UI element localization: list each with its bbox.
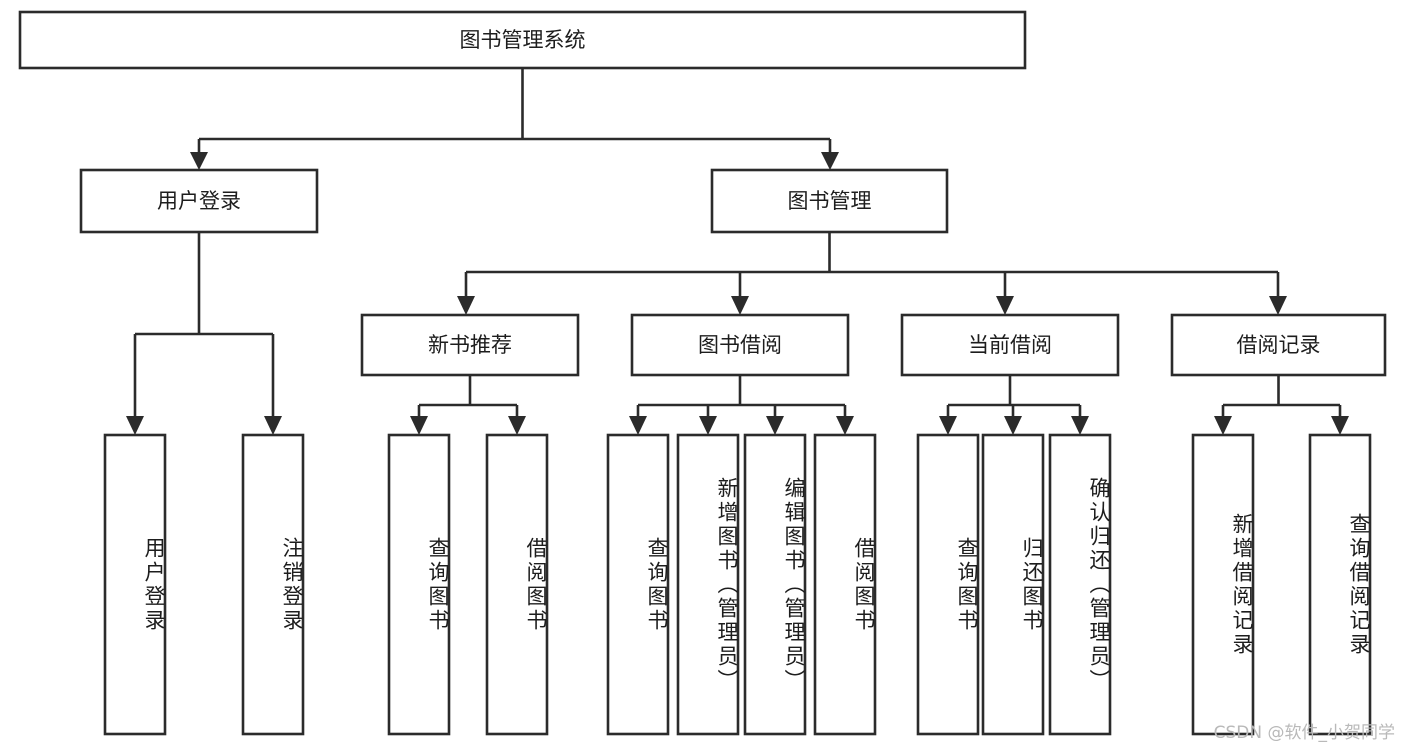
book-borrow-label: 图书借阅 [698, 333, 782, 357]
leaf-box[interactable] [1048, 433, 1112, 736]
node-new-book-recommend[interactable]: 新书推荐 [360, 313, 580, 377]
connector-book-management-to-level3 [457, 232, 1287, 315]
csdn-watermark: CSDN @软件_小贺同学 [1213, 723, 1395, 743]
leaf-box[interactable] [241, 433, 305, 736]
leaf-box[interactable] [606, 433, 670, 736]
current-borrow-label: 当前借阅 [968, 333, 1052, 357]
connector-borrow-record-to-leaves [1214, 375, 1349, 435]
user-login-label: 用户登录 [157, 189, 241, 213]
book-management-label: 图书管理 [788, 189, 872, 213]
leaf-box[interactable] [387, 433, 451, 736]
connector-current-borrow-to-leaves [939, 375, 1089, 435]
user-login-box [79, 168, 319, 234]
new-book-recommend-box [360, 313, 580, 377]
node-user-login[interactable]: 用户登录 [79, 168, 319, 234]
connector-user-login-to-leaves [126, 232, 282, 435]
leaf-box[interactable] [1308, 433, 1372, 736]
borrow-record-label: 借阅记录 [1237, 333, 1321, 357]
leaf-box[interactable] [676, 433, 740, 736]
leaf-boxes-group [103, 433, 1372, 736]
connector-new-book-recommend-to-leaves [410, 375, 526, 435]
connector-root-to-level2 [190, 68, 839, 170]
leaf-box[interactable] [1191, 433, 1255, 736]
leaf-box[interactable] [743, 433, 807, 736]
leaf-box[interactable] [485, 433, 549, 736]
node-root[interactable]: 图书管理系统 [18, 10, 1027, 70]
leaf-box[interactable] [981, 433, 1045, 736]
current-borrow-box [900, 313, 1120, 377]
leaf-box[interactable] [103, 433, 167, 736]
node-current-borrow[interactable]: 当前借阅 [900, 313, 1120, 377]
arrow-to-user-login [190, 152, 208, 170]
root-label: 图书管理系统 [460, 28, 586, 52]
connector-book-borrow-to-leaves [629, 375, 854, 435]
arrow-to-book-manage [821, 152, 839, 170]
root-box [18, 10, 1027, 70]
new-book-recommend-label: 新书推荐 [428, 333, 512, 357]
node-book-management[interactable]: 图书管理 [710, 168, 949, 234]
leaf-box[interactable] [813, 433, 877, 736]
node-borrow-record[interactable]: 借阅记录 [1170, 313, 1387, 377]
node-book-borrow[interactable]: 图书借阅 [630, 313, 850, 377]
leaf-box[interactable] [916, 433, 980, 736]
